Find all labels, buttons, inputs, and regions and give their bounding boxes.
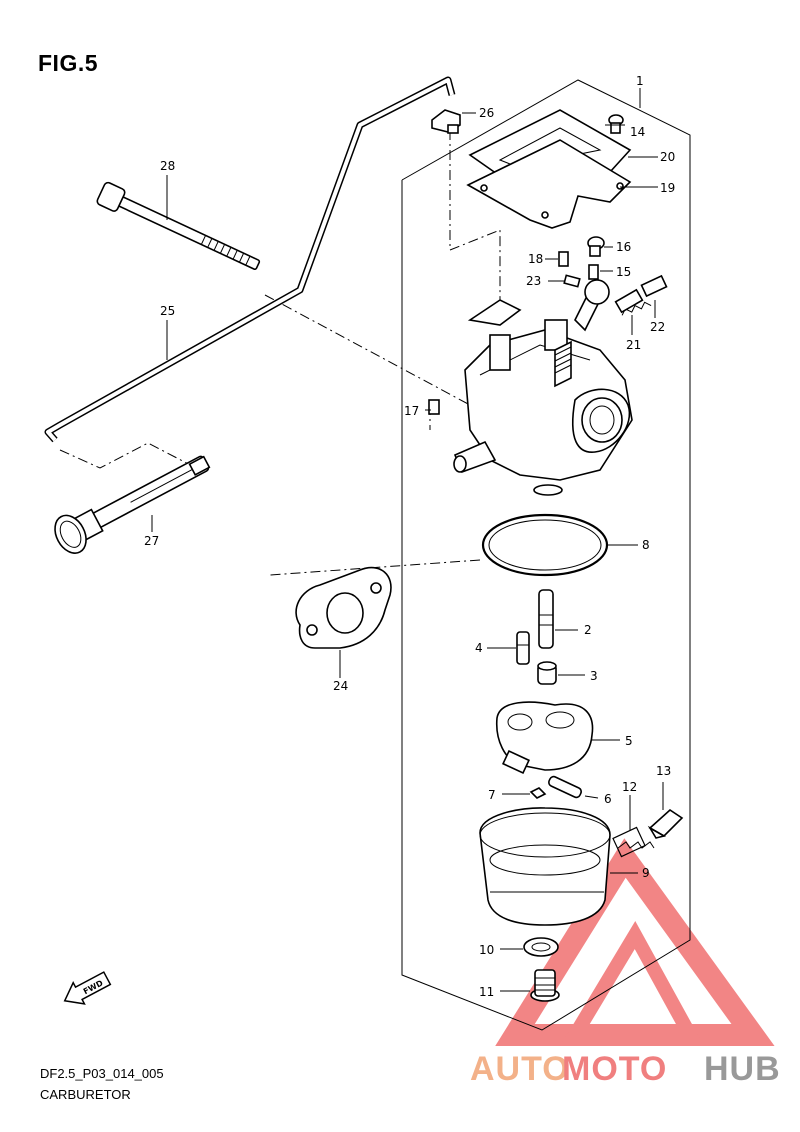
- callout-21: 21: [626, 338, 641, 352]
- callout-2: 2: [584, 623, 592, 637]
- watermark-text: AUTO MOTO HUB: [470, 1050, 781, 1088]
- part-7-clip: [529, 787, 547, 799]
- part-28-bolt: [96, 181, 261, 270]
- watermark-logo: [495, 838, 775, 1046]
- part-27-choke-knob: [54, 455, 211, 554]
- fwd-arrow-icon: FWD: [63, 971, 112, 1005]
- callout-23: 23: [526, 274, 541, 288]
- part-3-cap: [537, 661, 557, 685]
- figure-caption: CARBURETOR: [40, 1087, 131, 1102]
- callout-22: 22: [650, 320, 665, 334]
- callout-18: 18: [528, 252, 543, 266]
- part-25-rod: [44, 76, 456, 443]
- callout-5: 5: [625, 734, 633, 748]
- part-13-screw: [647, 808, 684, 839]
- callout-14: 14: [630, 125, 645, 139]
- part-4-jet: [516, 631, 530, 665]
- callout-24: 24: [333, 679, 348, 693]
- watermark-auto: AUTO: [470, 1050, 570, 1088]
- callout-1: 1: [636, 74, 644, 88]
- callout-9: 9: [642, 866, 650, 880]
- assembly-frame: [401, 79, 691, 1031]
- part-22-screw: [640, 274, 668, 298]
- carburetor-body: [453, 279, 633, 496]
- callout-6: 6: [604, 792, 612, 806]
- callout-8: 8: [642, 538, 650, 552]
- part-12-spring: [612, 826, 655, 858]
- part-11-drain-bolt: [530, 969, 560, 1002]
- callout-11: 11: [479, 985, 494, 999]
- callout-7: 7: [488, 788, 496, 802]
- part-16-screw: [587, 236, 605, 257]
- callout-4: 4: [475, 641, 483, 655]
- callout-19: 19: [660, 181, 675, 195]
- callout-17: 17: [404, 404, 419, 418]
- callout-10: 10: [479, 943, 494, 957]
- part-6-pin: [547, 775, 583, 799]
- callout-3: 3: [590, 669, 598, 683]
- callout-28: 28: [160, 159, 175, 173]
- part-21-spring: [614, 288, 652, 316]
- leader-lines: [151, 112, 664, 992]
- part-23-screw: [563, 274, 581, 288]
- part-17-screw: [428, 399, 440, 415]
- callout-26: 26: [479, 106, 494, 120]
- callout-15: 15: [616, 265, 631, 279]
- callout-13: 13: [656, 764, 671, 778]
- part-18-screw: [558, 251, 569, 267]
- callout-20: 20: [660, 150, 675, 164]
- part-15-spring: [588, 264, 599, 280]
- part-14-screw: [608, 114, 624, 134]
- watermark-hub: HUB: [704, 1050, 781, 1088]
- figure-code: DF2.5_P03_014_005: [40, 1066, 164, 1081]
- part-24-gasket: [295, 566, 392, 649]
- part-26-clip: [431, 109, 461, 134]
- part-8-o-ring: [481, 513, 609, 577]
- part-5-float: [495, 701, 594, 775]
- part-10-washer: [523, 937, 559, 957]
- part-9-float-bowl: [479, 807, 611, 926]
- figure-title: FIG.5: [38, 50, 99, 76]
- callout-12: 12: [622, 780, 637, 794]
- callout-27: 27: [144, 534, 159, 548]
- callout-labels: 1 2 3 4 5 6 7 8 9 10 11 12 13 14 15 16 1…: [144, 74, 675, 999]
- watermark-moto: MOTO: [562, 1050, 667, 1088]
- callout-16: 16: [616, 240, 631, 254]
- callout-25: 25: [160, 304, 175, 318]
- part-2-needle-jet: [538, 589, 554, 649]
